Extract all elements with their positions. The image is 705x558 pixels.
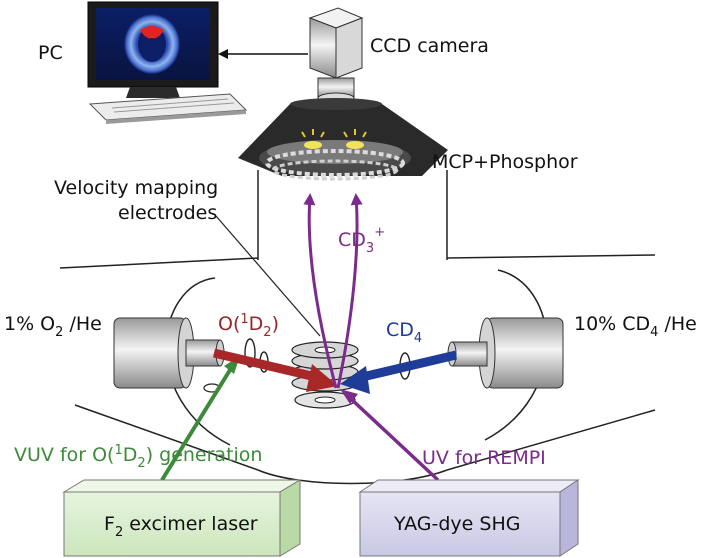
pc-monitor [87,1,219,98]
o1d2-beam [212,348,338,392]
ccd-camera-label: CCD camera [370,35,489,57]
yag-laser-label: YAG-dye SHG [393,513,520,535]
o1d2-label: O(1D2) [218,312,279,340]
uv-rempi-label: UV for REMPI [422,447,546,469]
o2-he-label: 1% O2 /He [4,313,102,340]
vuv-label: VUV for O(1D2) generation [14,443,262,471]
ccd-camera [308,7,364,104]
pc-label: PC [38,42,63,64]
f2-excimer-laser [62,479,302,557]
cd4-he-label: 10% CD4 /He [574,313,697,340]
f2-laser-label: F2 excimer laser [104,513,258,540]
phosphor-spots [301,129,367,149]
cd4-label: CD4 [386,319,422,346]
mcp-phosphor-label: MCP+Phosphor [432,151,578,173]
ion-label: CD3+ [338,225,385,256]
electrodes-label-line1: Velocity mapping [54,177,218,199]
vacuum-chamber [59,170,656,485]
keyboard [88,93,248,124]
ion-trajectories [303,193,363,389]
electrodes-leader-line [215,215,321,337]
left-pulsed-nozzle [113,317,269,393]
electrodes-label-line2: electrodes [118,202,217,224]
right-pulsed-nozzle [399,317,564,389]
uv-rempi-beam [340,389,440,482]
mcp-phosphor-detector [238,98,448,181]
yag-dye-shg-laser [358,479,580,557]
cd4-beam [340,350,458,394]
